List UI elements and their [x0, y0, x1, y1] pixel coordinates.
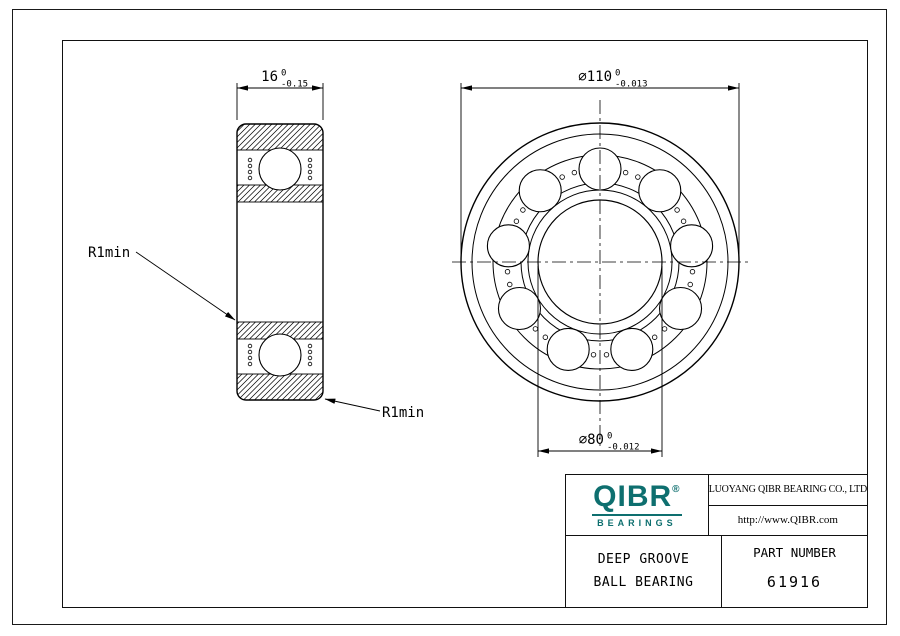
- logo-tagline: BEARINGS: [592, 514, 682, 528]
- width-dim-value: 16: [261, 69, 278, 85]
- logo-wordmark: QIBR®: [592, 482, 681, 514]
- rivet: [674, 207, 680, 213]
- width-dimension: 16 0 -0.15: [236, 69, 324, 120]
- rivet: [513, 218, 520, 224]
- outer-ring-section-top: [237, 124, 323, 151]
- rivet: [559, 174, 565, 180]
- rivet: [661, 326, 668, 332]
- rivet: [532, 326, 539, 332]
- cage-dot: [307, 157, 313, 163]
- part-number-value: 61916: [766, 573, 823, 591]
- section-outline: [236, 123, 324, 401]
- ball: [610, 327, 654, 371]
- section-view: [236, 123, 324, 401]
- outer-dia-upper-tol: 0: [615, 69, 620, 79]
- rivet: [520, 207, 526, 213]
- cage-dot: [247, 355, 253, 361]
- title-block: QIBR® BEARINGS LUOYANG QIBR BEARING CO.,…: [565, 474, 868, 608]
- dim-arrow: [651, 448, 662, 454]
- registered-mark: ®: [672, 484, 681, 495]
- title-block-row-bottom: DEEP GROOVE BALL BEARING PART NUMBER 619…: [566, 536, 867, 607]
- sheet-inner-border: [62, 40, 868, 608]
- ball: [497, 286, 542, 331]
- part-number-label: PART NUMBER: [753, 545, 836, 560]
- logo-name: QIBR: [593, 480, 673, 513]
- product-name-line2: BALL BEARING: [593, 574, 694, 590]
- cage-dot: [307, 355, 313, 361]
- product-name-line1: DEEP GROOVE: [597, 551, 690, 567]
- cage-dot: [247, 343, 253, 349]
- front-view: [452, 100, 748, 446]
- rivet: [635, 174, 641, 180]
- bore-dia-value: ⌀80: [579, 432, 604, 448]
- bore-diameter-dimension: ⌀80 0 -0.012: [537, 266, 663, 457]
- cage-dot: [307, 343, 313, 349]
- rivet: [507, 281, 513, 288]
- rivet: [689, 269, 696, 275]
- ball: [546, 327, 590, 371]
- balls-group: [486, 147, 714, 371]
- rivet: [542, 334, 549, 340]
- cage-dot: [307, 169, 313, 175]
- section-ball-top: [258, 147, 302, 191]
- cage-dot: [247, 157, 253, 163]
- company-name: LUOYANG QIBR BEARING CO., LTD: [708, 475, 867, 506]
- fillet-leader-left: [135, 251, 236, 321]
- fillet-label-left: R1min: [88, 245, 130, 261]
- ball: [518, 169, 562, 213]
- rivet: [603, 352, 610, 358]
- rivet: [590, 352, 597, 358]
- width-dim-upper-tol: 0: [281, 69, 286, 79]
- part-number-cell: PART NUMBER 61916: [722, 536, 867, 607]
- dim-arrow: [461, 85, 472, 91]
- rivet: [651, 334, 658, 340]
- section-ball-bottom: [258, 333, 302, 377]
- bore-dia-upper-tol: 0: [607, 432, 612, 442]
- qibr-logo: QIBR® BEARINGS: [592, 482, 682, 528]
- outer-dia-lower-tol: -0.013: [615, 80, 648, 90]
- dim-arrow: [237, 85, 248, 91]
- bore-dia-lower-tol: -0.012: [607, 443, 640, 453]
- cage-dot: [307, 349, 313, 355]
- cage-dot: [247, 169, 253, 175]
- rivets-group: [504, 169, 696, 358]
- ball: [638, 169, 682, 213]
- ball: [670, 224, 714, 268]
- cage-dot: [307, 361, 313, 367]
- dim-arrow: [538, 448, 549, 454]
- rivet: [687, 281, 693, 288]
- width-dim-lower-tol: -0.15: [281, 80, 308, 90]
- outer-dia-value: ⌀110: [578, 69, 612, 85]
- company-website: http://www.QIBR.com: [737, 514, 838, 527]
- fillet-callouts: R1min R1min: [88, 245, 424, 421]
- rivet: [622, 169, 629, 176]
- dim-arrow: [312, 85, 323, 91]
- fillet-label-right: R1min: [382, 405, 424, 421]
- cage-dot: [247, 349, 253, 355]
- ball: [486, 224, 530, 268]
- ring-sections: [237, 124, 323, 400]
- cage-dots-group: [247, 157, 313, 367]
- cage-dot: [247, 361, 253, 367]
- outer-ring-section-bottom: [237, 373, 323, 400]
- cage-dot: [247, 163, 253, 169]
- sheet-outer-border: [12, 9, 887, 625]
- cage-dot: [247, 175, 253, 181]
- dim-arrow: [728, 85, 739, 91]
- fillet-leader-right: [324, 398, 381, 412]
- rivet: [680, 218, 687, 224]
- product-cell: DEEP GROOVE BALL BEARING: [566, 536, 722, 607]
- cage-dot: [307, 163, 313, 169]
- company-cell: LUOYANG QIBR BEARING CO., LTD http://www…: [708, 475, 867, 535]
- rivet: [571, 169, 578, 176]
- outer-diameter-dimension: ⌀110 0 -0.013: [460, 69, 740, 256]
- ball: [658, 286, 703, 331]
- title-block-row-top: QIBR® BEARINGS LUOYANG QIBR BEARING CO.,…: [566, 475, 867, 536]
- cage-dot: [307, 175, 313, 181]
- logo-cell: QIBR® BEARINGS: [566, 475, 709, 535]
- rivet: [504, 269, 511, 275]
